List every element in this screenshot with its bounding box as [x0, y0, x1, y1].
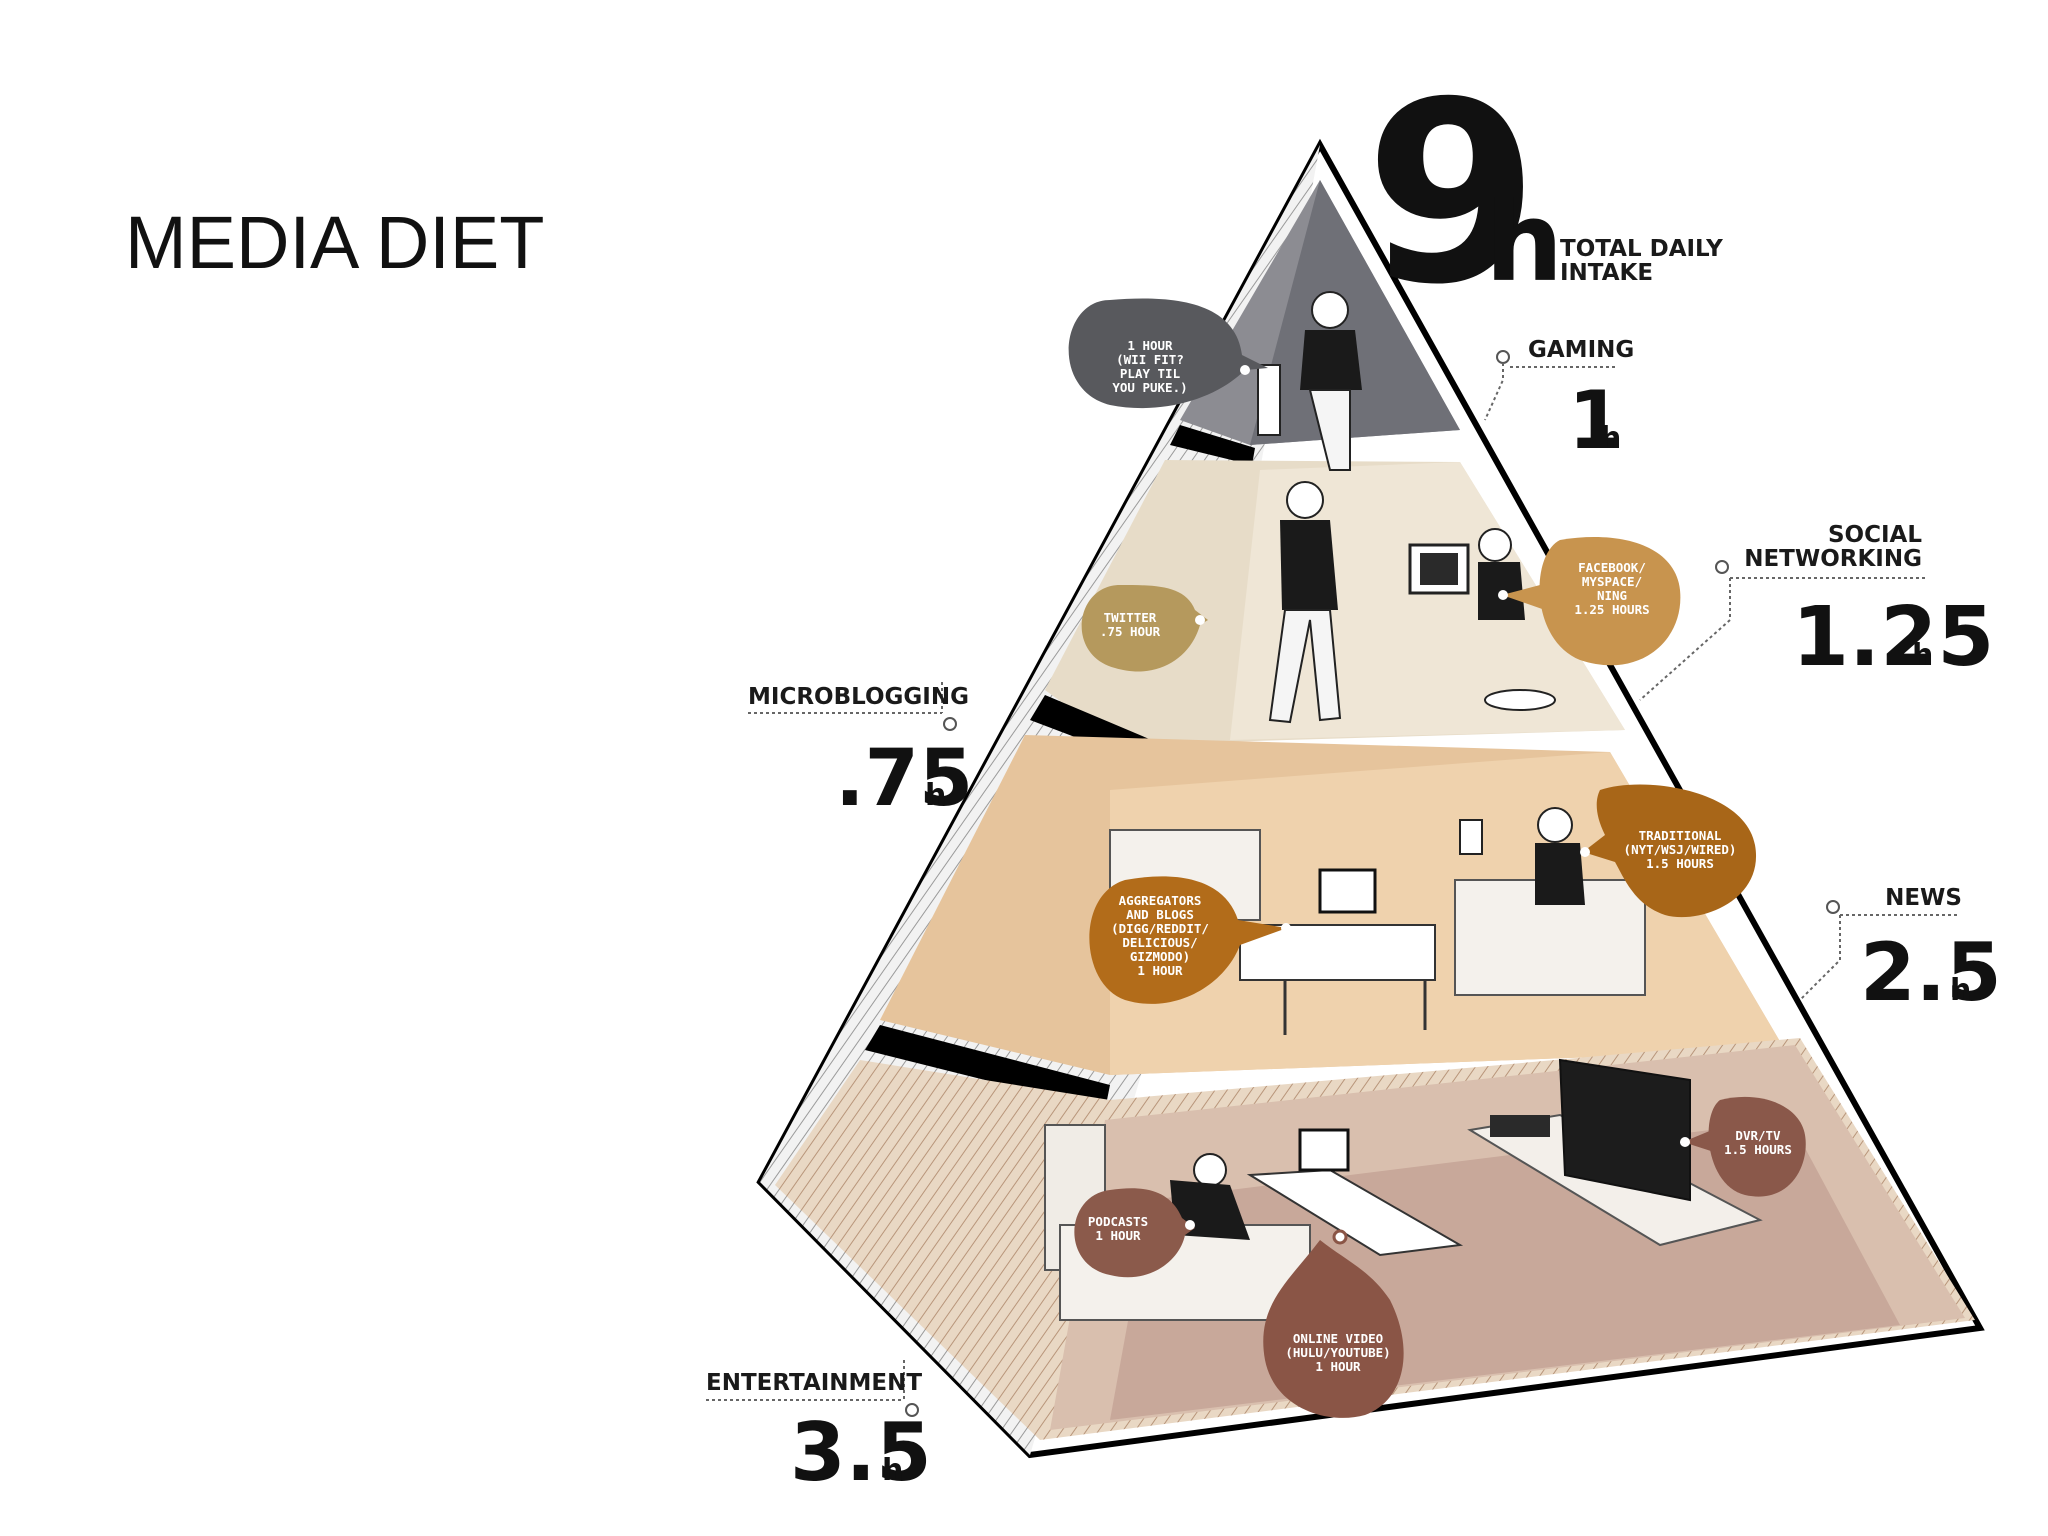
bubble-twitter-line: .75 HOUR [1100, 624, 1161, 639]
svg-text:DVR/TV1.5 HOURS: DVR/TV1.5 HOURS [1724, 1128, 1792, 1157]
bubble-podcasts-line: PODCASTS [1088, 1214, 1148, 1229]
bubble-video-line: 1 HOUR [1315, 1359, 1361, 1374]
news-label: NEWS [1885, 885, 1962, 911]
bubble-aggregators-line: GIZMODO) [1130, 949, 1190, 964]
bubble-traditional: TRADITIONAL(NYT/WSJ/WIRED)1.5 HOURS [1580, 784, 1757, 918]
bubble-twitter: TWITTER.75 HOUR [1081, 585, 1208, 672]
microblogging-label: MICROBLOGGING [748, 684, 969, 710]
bubble-aggregators-line: (DIGG/REDDIT/ [1111, 921, 1209, 936]
microblogging-value: .75 [835, 734, 973, 824]
label-entertainment: ENTERTAINMENT 3.5 h [706, 1360, 932, 1499]
social-unit: h [1912, 638, 1933, 673]
bubble-twitter-line: TWITTER [1104, 610, 1157, 625]
bubble-wii-line: (WII FIT? [1116, 352, 1184, 367]
bubble-aggregators-line: AND BLOGS [1126, 907, 1194, 922]
svg-text:ONLINE VIDEO(HULU/YOUTUBE)1 HO: ONLINE VIDEO(HULU/YOUTUBE)1 HOUR [1285, 1331, 1390, 1374]
bubble-traditional-line: (NYT/WSJ/WIRED) [1624, 842, 1737, 857]
svg-text:TRADITIONAL(NYT/WSJ/WIRED)1.5: TRADITIONAL(NYT/WSJ/WIRED)1.5 HOURS [1624, 828, 1737, 871]
entertainment-label: ENTERTAINMENT [706, 1370, 922, 1396]
social-label: SOCIAL [1828, 522, 1922, 548]
bubble-facebook-line: NING [1597, 588, 1627, 603]
bubble-wii-line: 1 HOUR [1127, 338, 1173, 353]
bubble-traditional-line: 1.5 HOURS [1646, 856, 1714, 871]
bubble-wii-line: YOU PUKE.) [1112, 380, 1187, 395]
total-label: INTAKE [1560, 260, 1653, 286]
bubble-aggregators-line: DELICIOUS/ [1122, 935, 1197, 950]
bubble-video-line: ONLINE VIDEO [1293, 1331, 1383, 1346]
svg-text:TWITTER.75 HOUR: TWITTER.75 HOUR [1100, 610, 1161, 639]
total-unit: h [1485, 178, 1563, 306]
bubble-wii-line: PLAY TIL [1120, 366, 1181, 381]
news-value: 2.5 [1860, 926, 2002, 1019]
bubble-aggregators-line: AGGREGATORS [1119, 893, 1202, 908]
bubble-facebook-line: MYSPACE/ [1582, 574, 1642, 589]
label-news: NEWS 2.5 h [1799, 885, 2002, 1019]
microblogging-unit: h [925, 778, 946, 813]
bubble-facebook-line: FACEBOOK/ [1578, 560, 1646, 575]
bubble-dvr-line: DVR/TV [1735, 1128, 1781, 1143]
bubble-dvr-line: 1.5 HOURS [1724, 1142, 1792, 1157]
bubble-facebook-line: 1.25 HOURS [1574, 602, 1649, 617]
news-unit: h [1950, 973, 1971, 1008]
total-label: TOTAL DAILY [1560, 236, 1723, 262]
bubble-video-line: (HULU/YOUTUBE) [1285, 1345, 1390, 1360]
bubble-online-video: ONLINE VIDEO(HULU/YOUTUBE)1 HOUR [1263, 1229, 1404, 1418]
entertainment-unit: h [882, 1453, 903, 1488]
social-value: 1.25 [1792, 590, 1994, 685]
gaming-label: GAMING [1528, 337, 1634, 363]
page-title: MEDIA DIET [125, 201, 545, 284]
label-microblogging: MICROBLOGGING .75 h [748, 682, 973, 824]
entertainment-value: 3.5 [790, 1406, 932, 1499]
gaming-value: 1 [1568, 374, 1624, 467]
bubble-aggregators-line: 1 HOUR [1137, 963, 1183, 978]
social-label: NETWORKING [1744, 546, 1922, 572]
gaming-unit: h [1600, 421, 1621, 456]
bubble-podcasts-line: 1 HOUR [1095, 1228, 1141, 1243]
bubble-traditional-line: TRADITIONAL [1639, 828, 1722, 843]
label-social-networking: SOCIAL NETWORKING 1.25 h [1639, 522, 1994, 701]
total-value: 9 [1365, 48, 1539, 339]
label-gaming: GAMING 1 h [1484, 337, 1634, 467]
total-intake: 9 h TOTAL DAILY INTAKE [1365, 48, 1723, 339]
